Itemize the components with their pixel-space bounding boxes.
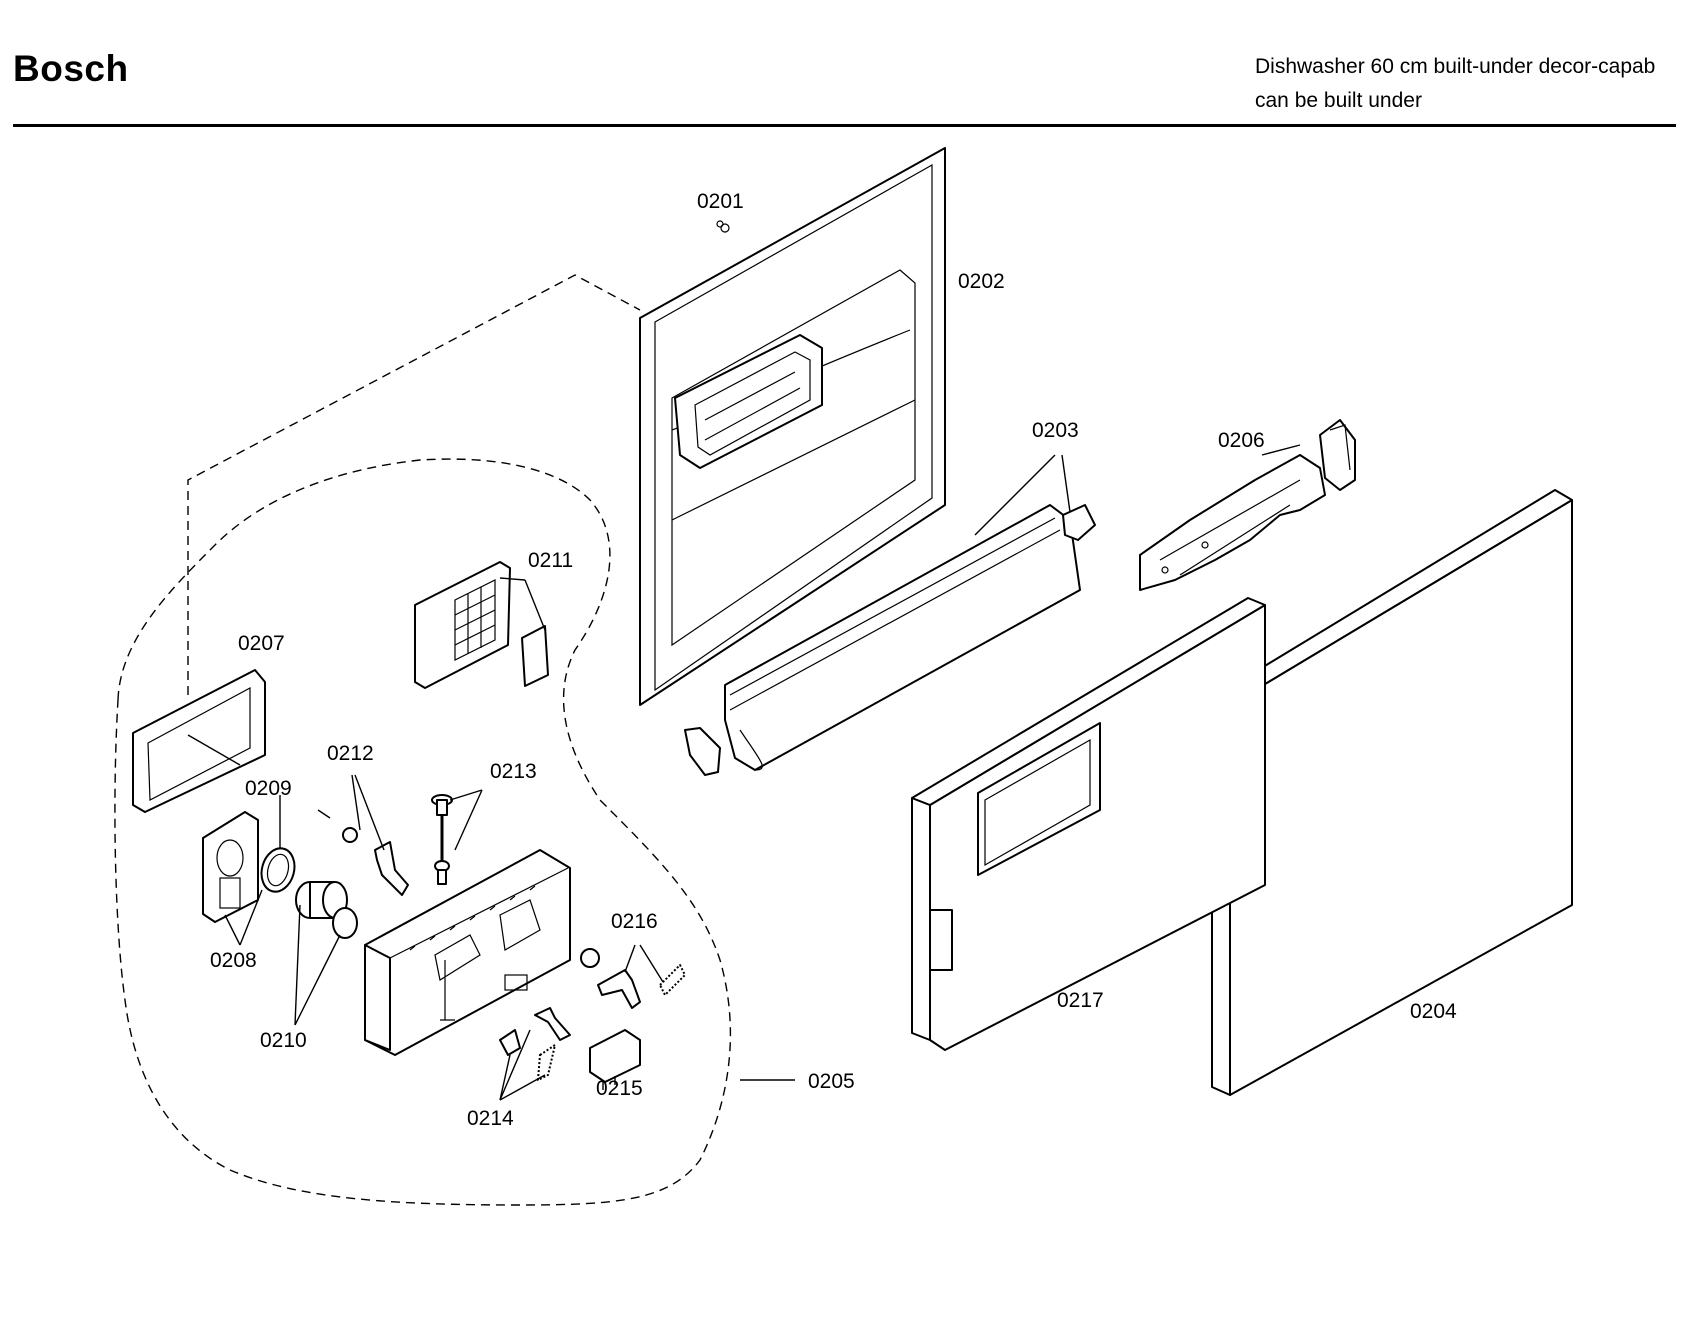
label-0201: 0201 <box>697 190 744 213</box>
header-divider <box>13 124 1676 127</box>
spring-lever-0212-part <box>342 827 409 896</box>
label-0205: 0205 <box>808 1070 855 1093</box>
label-0214: 0214 <box>467 1107 514 1130</box>
levers-0216-part <box>580 948 686 1009</box>
label-0208: 0208 <box>210 949 257 972</box>
label-0209: 0209 <box>245 777 292 800</box>
label-0202: 0202 <box>958 270 1005 293</box>
label-0203: 0203 <box>1032 419 1079 442</box>
label-0210: 0210 <box>260 1029 307 1052</box>
label-0217: 0217 <box>1057 989 1104 1012</box>
leader-lines <box>187 444 1301 1101</box>
label-0204: 0204 <box>1410 1000 1457 1023</box>
brand-title: Bosch <box>13 48 129 89</box>
label-0215: 0215 <box>596 1077 643 1100</box>
label-0212: 0212 <box>327 742 374 765</box>
label-0213: 0213 <box>490 760 537 783</box>
handle-cover-part <box>202 811 259 923</box>
switch-plate-part <box>414 561 549 689</box>
label-0207: 0207 <box>238 632 285 655</box>
subtitle-line-1: Dishwasher 60 cm built-under decor-capab <box>1255 55 1656 78</box>
inner-door-panel-part <box>639 147 946 706</box>
lock-cylinder-0210-part <box>295 881 358 939</box>
label-0206: 0206 <box>1218 429 1265 452</box>
subtitle-line-2: can be built under <box>1255 89 1422 112</box>
assembly-0205-boundary <box>114 458 732 1206</box>
door-trim-strip-part <box>684 504 1096 776</box>
hinge-bracket-part <box>1139 419 1356 591</box>
label-0211: 0211 <box>528 549 573 572</box>
switch-0215-part <box>589 1029 641 1090</box>
control-housing-part <box>364 849 571 1056</box>
frame-relation-dashed-line <box>187 274 641 695</box>
seal-ring-0209-part <box>260 847 296 893</box>
levers-0214-part <box>499 1007 571 1081</box>
label-0216: 0216 <box>611 910 658 933</box>
diagram-subtitle: Dishwasher 60 cm built-under decor-capab… <box>1255 50 1698 118</box>
front-panel-part <box>911 597 1266 1051</box>
pin-0213-part <box>431 794 453 885</box>
